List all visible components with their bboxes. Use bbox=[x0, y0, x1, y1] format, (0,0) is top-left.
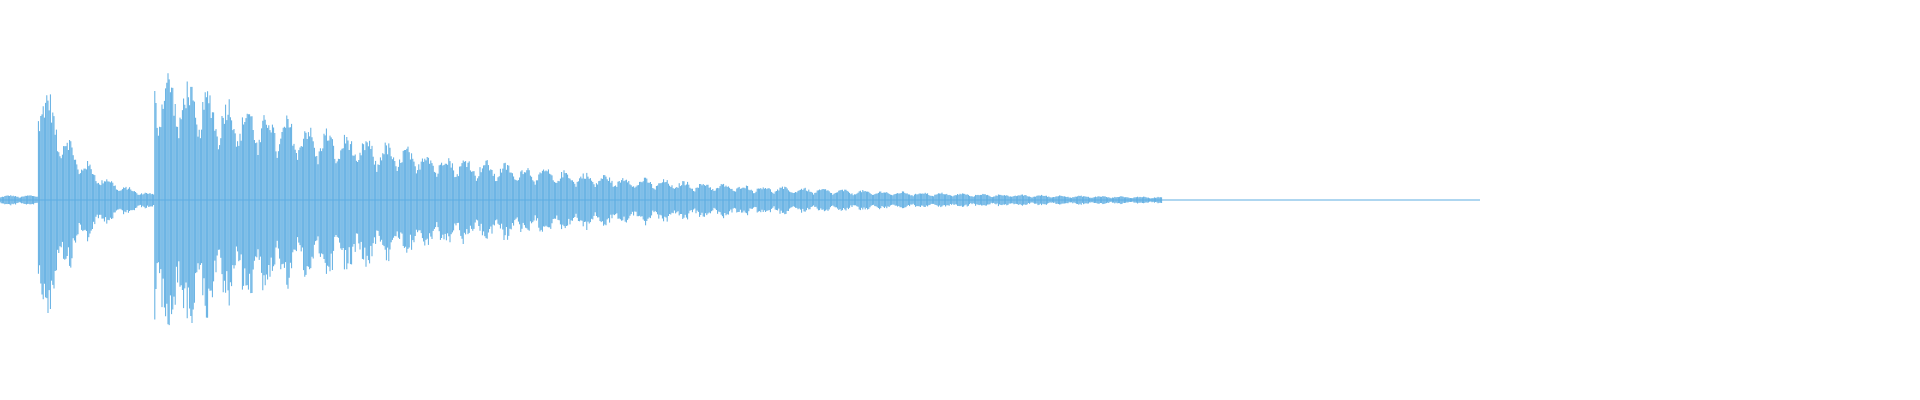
waveform-samples bbox=[0, 73, 1480, 326]
